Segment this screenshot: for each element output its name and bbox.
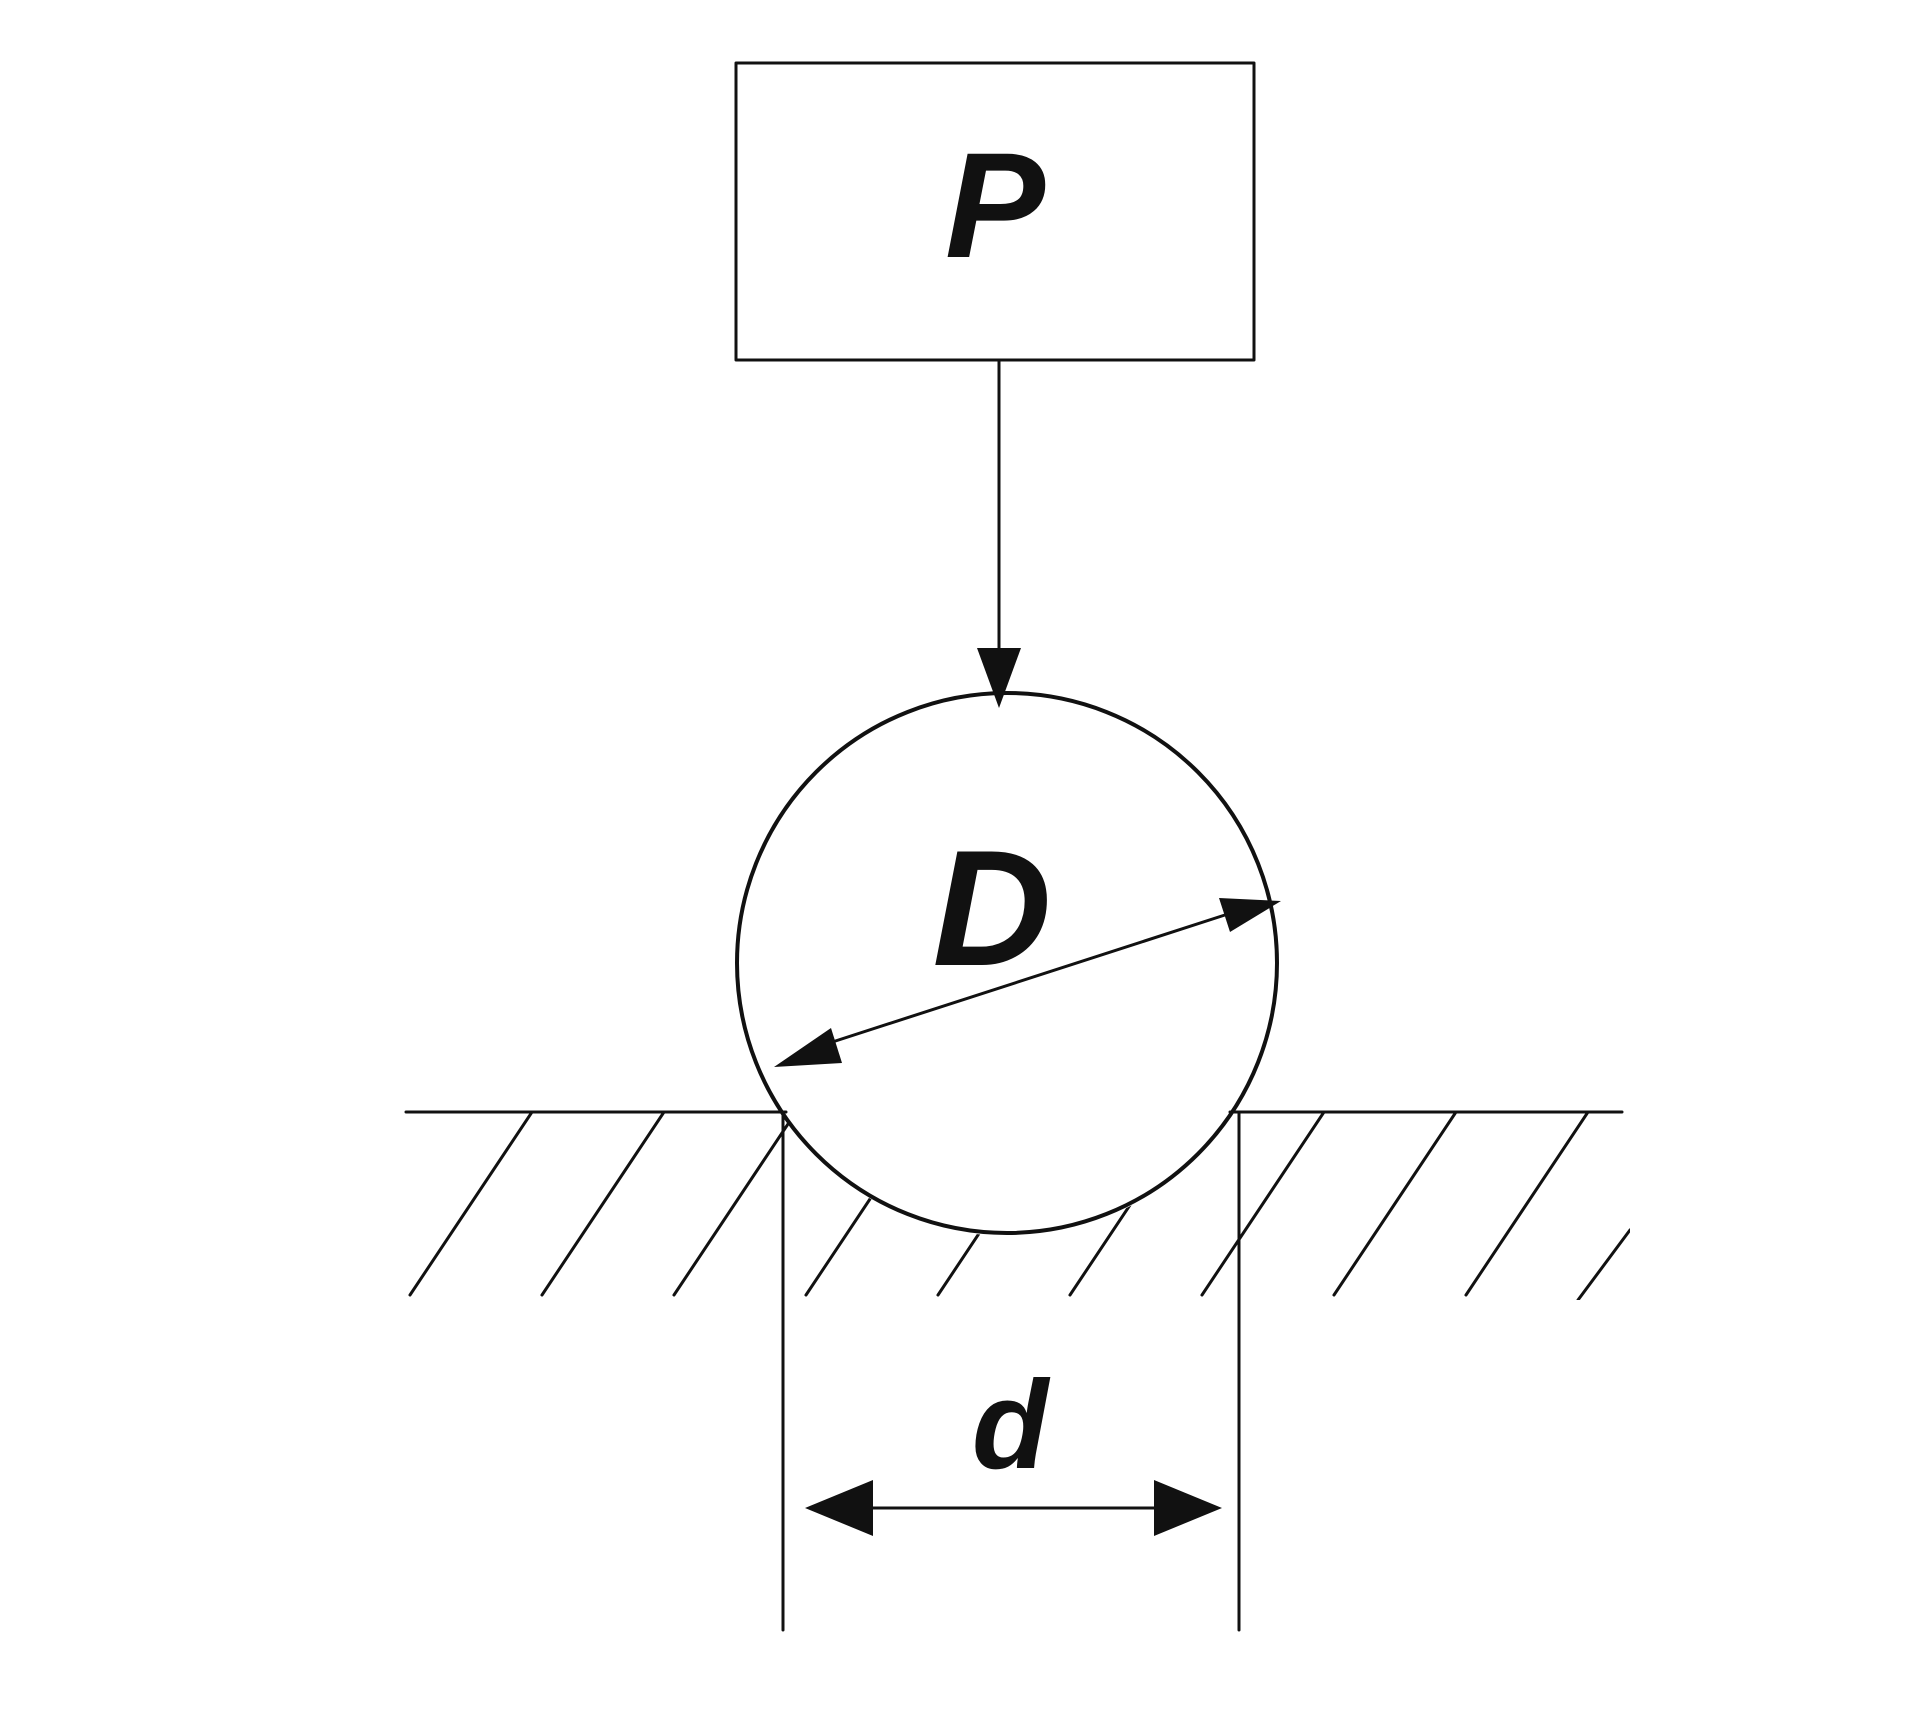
indent-diameter-arrow-right bbox=[1154, 1480, 1222, 1536]
ball-diameter-dimension: D bbox=[774, 816, 1281, 1067]
indent-diameter-dimension: d bbox=[781, 1110, 1241, 1632]
load-arrow-head bbox=[977, 648, 1021, 708]
ball-diameter-arrow-right bbox=[1219, 898, 1281, 932]
load-arrow bbox=[977, 358, 1021, 708]
ball-diameter-label: D bbox=[932, 816, 1051, 1000]
load-block: P bbox=[734, 61, 1256, 362]
indent-diameter-arrow-left bbox=[805, 1480, 873, 1536]
surface-hatching bbox=[408, 1112, 1630, 1300]
load-label: P bbox=[945, 121, 1046, 289]
load-box bbox=[734, 61, 1256, 362]
indent-diameter-label: d bbox=[972, 1356, 1051, 1495]
ball-diameter-arrow-left bbox=[774, 1028, 842, 1067]
test-surface bbox=[404, 1110, 1630, 1300]
indenter-ball bbox=[735, 691, 1279, 1235]
ball-diameter-line bbox=[818, 912, 1230, 1048]
ball-circle bbox=[735, 691, 1279, 1235]
